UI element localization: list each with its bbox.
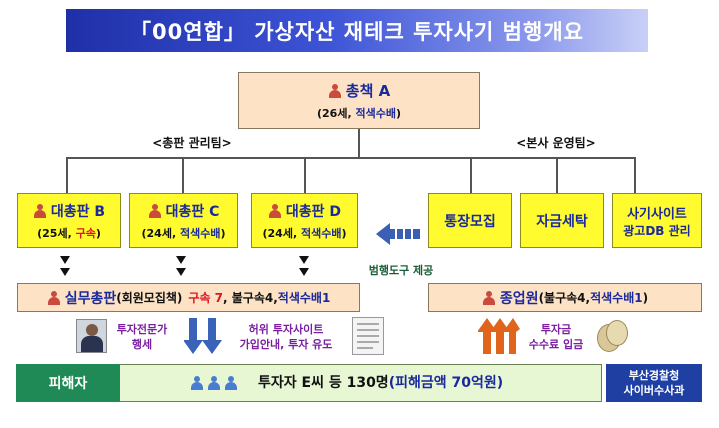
person-icon xyxy=(268,203,282,218)
document-icon xyxy=(352,317,384,355)
person-icon xyxy=(207,376,221,390)
boss-box: 총책 A (26세, 적색수배) xyxy=(238,72,480,129)
connector xyxy=(556,157,558,194)
down-arrow-icon xyxy=(299,256,309,264)
person-icon xyxy=(224,376,238,390)
victim-label: 피해자 xyxy=(16,364,120,402)
connector xyxy=(304,157,306,194)
staff-box: 실무총판 (회원모집책) 구속 7 , 불구속4, 적색수배1 xyxy=(17,283,360,312)
left-team-label: <총판 관리팀> xyxy=(132,134,252,152)
up-arrows-icon xyxy=(478,318,520,354)
down-arrow-icon xyxy=(176,256,186,264)
employee-box: 종업원 (불구속4, 적색수배1 ) xyxy=(428,283,702,312)
down-arrow-icon xyxy=(176,268,186,276)
person-icon xyxy=(482,290,496,305)
person-icon xyxy=(190,376,204,390)
distributor-detail: (25세, 구속) xyxy=(37,226,101,240)
coins-icon xyxy=(594,318,628,354)
person-icon xyxy=(47,290,61,305)
person-icon xyxy=(328,83,342,98)
distributor-box: 대총판 D (24세, 적색수배) xyxy=(251,193,358,248)
expert-photo-icon xyxy=(76,319,107,353)
down-arrow-icon xyxy=(299,268,309,276)
hq-box: 통장모집 xyxy=(428,193,512,248)
connector xyxy=(66,157,68,194)
left-arrow-icon xyxy=(376,223,420,245)
person-icon xyxy=(33,203,47,218)
distributor-detail: (24세, 적색수배) xyxy=(262,226,347,240)
connector xyxy=(470,157,472,194)
right-team-label: <본사 운영팀> xyxy=(496,134,616,152)
hq-box: 사기사이트 광고DB 관리 xyxy=(612,193,702,248)
victims-icon xyxy=(190,374,244,392)
down-arrow-icon xyxy=(60,268,70,276)
distributor-detail: (24세, 적색수배) xyxy=(141,226,226,240)
boss-detail: (26세, 적색수배) xyxy=(317,107,401,120)
down-arrow-icon xyxy=(60,256,70,264)
person-icon xyxy=(148,203,162,218)
victim-summary: 투자자 E씨 등 130명(피해금액 70억원) xyxy=(258,375,504,391)
boss-name: 총책 A xyxy=(328,80,390,101)
connector xyxy=(182,157,184,194)
distributor-box: 대총판 B (25세, 구속) xyxy=(17,193,121,248)
hq-box: 자금세탁 xyxy=(520,193,604,248)
down-arrows-icon xyxy=(184,318,222,354)
connector xyxy=(358,129,360,158)
page-title: 「00연합」 가상자산 재테크 투자사기 범행개요 xyxy=(66,9,648,52)
connector xyxy=(634,157,636,194)
tools-label: 범행도구 제공 xyxy=(368,264,434,277)
distributor-box: 대총판 C (24세, 적색수배) xyxy=(129,193,238,248)
connector xyxy=(66,157,636,159)
